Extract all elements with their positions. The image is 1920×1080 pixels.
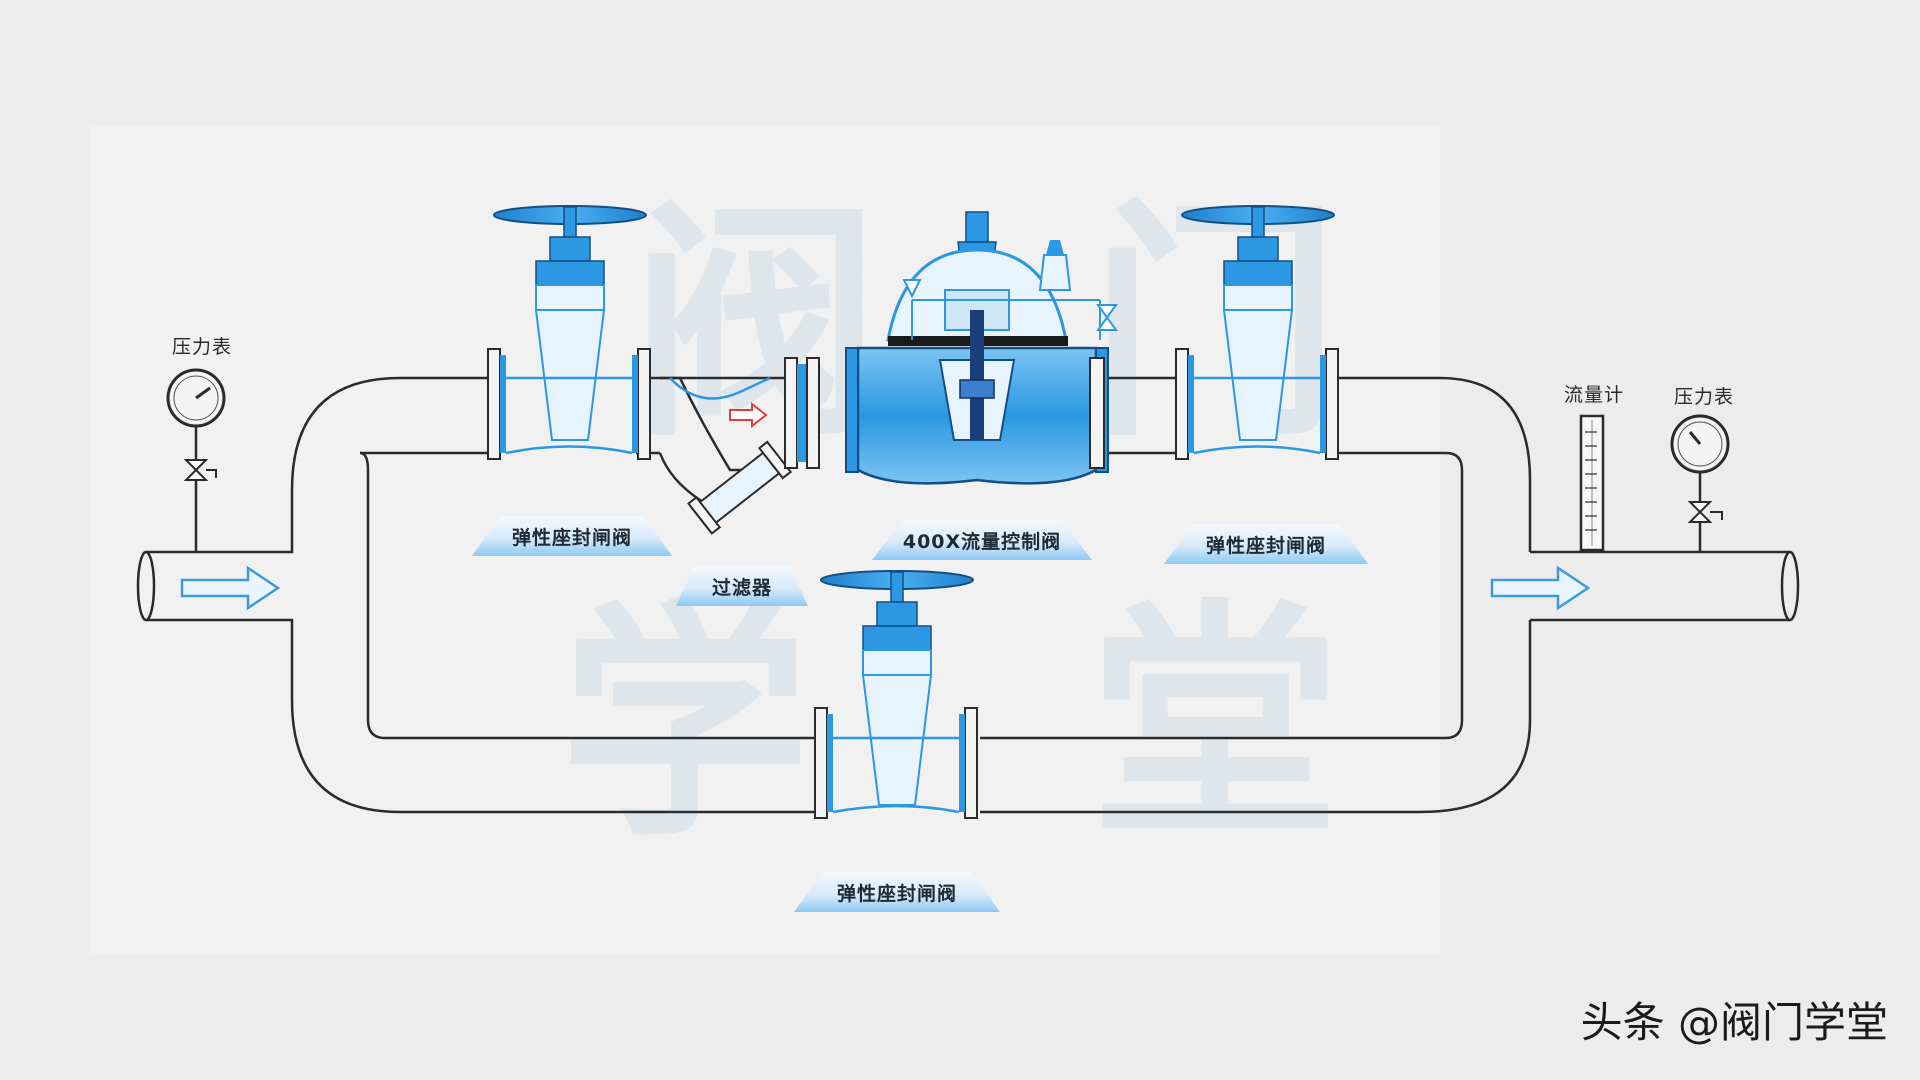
gate-valve-bypass bbox=[814, 570, 978, 819]
pressure-gauge-right bbox=[1670, 414, 1730, 523]
y-strainer bbox=[658, 357, 820, 535]
watermark-char-3: 学 bbox=[560, 579, 810, 870]
label-pressure-gauge-left: 压力表 bbox=[172, 336, 233, 358]
inlet-flow-arrow bbox=[180, 565, 281, 611]
label-pressure-gauge-right: 压力表 bbox=[1674, 386, 1735, 408]
label-control-valve: 400X流量控制阀 bbox=[872, 520, 1092, 560]
label-gate-valve-upper-right: 弹性座封闸阀 bbox=[1164, 524, 1368, 564]
flow-meter bbox=[1579, 414, 1605, 552]
gate-valve-upper-left bbox=[487, 205, 651, 460]
watermark-char-4: 堂 bbox=[1090, 579, 1340, 870]
label-flow-meter: 流量计 bbox=[1564, 384, 1625, 406]
flow-control-valve bbox=[845, 211, 1118, 485]
outlet-flow-arrow bbox=[1490, 565, 1591, 611]
gate-valve-upper-right bbox=[1175, 205, 1339, 460]
watermark-char-2: 门 bbox=[1090, 179, 1340, 470]
pressure-gauge-left bbox=[166, 368, 226, 481]
label-gate-valve-bypass: 弹性座封闸阀 bbox=[794, 872, 1000, 912]
label-gate-valve-upper-left: 弹性座封闸阀 bbox=[472, 516, 672, 556]
label-strainer: 过滤器 bbox=[676, 566, 808, 606]
source-credit: 头条 @阀门学堂 bbox=[1580, 998, 1888, 1047]
